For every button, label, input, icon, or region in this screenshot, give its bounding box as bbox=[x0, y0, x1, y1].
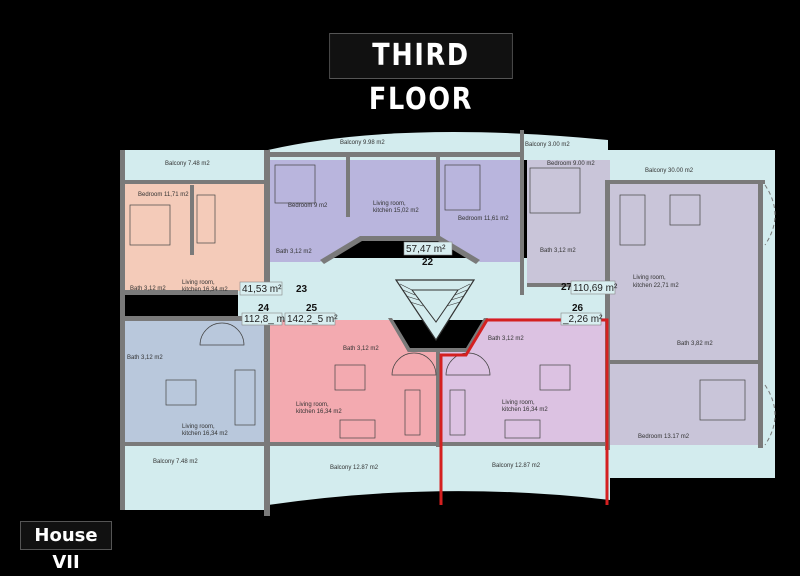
label-bath-27b: Bath 3,82 m2 bbox=[677, 341, 713, 347]
spiral-stairs bbox=[199, 322, 491, 376]
bay-window-top bbox=[764, 184, 776, 246]
svg-text:112,8_ m²: 112,8_ m² bbox=[244, 314, 289, 325]
apartment-27-tag[interactable]: 27 110,69 m² bbox=[561, 280, 618, 295]
label-bath-27a: Bath 3,12 m2 bbox=[540, 248, 576, 254]
svg-text:142,2_5 m²: 142,2_5 m² bbox=[287, 314, 338, 325]
balcony-bottom-left bbox=[122, 445, 268, 510]
label-bedroom-27a: Bedroom 9.00 m2 bbox=[547, 161, 595, 167]
label-living-22: Living room, bbox=[373, 201, 406, 207]
label-bath-24: Bath 3,12 m2 bbox=[127, 355, 163, 361]
furniture bbox=[129, 164, 746, 439]
label-living-24: Living room, bbox=[182, 424, 215, 430]
label-balcony-26: Balcony 12.87 m2 bbox=[492, 463, 541, 469]
svg-text:26: 26 bbox=[572, 303, 584, 314]
label-living-26: Living room, bbox=[502, 400, 535, 406]
label-bath-25: Bath 3,12 m2 bbox=[343, 346, 379, 352]
label-balcony-top-left: Balcony 7.48 m2 bbox=[165, 161, 210, 167]
floor-plan: Balcony 7.48 m2 Balcony 9.98 m2 Balcony … bbox=[120, 130, 776, 516]
label-bedroom-22a: Bedroom 9 m2 bbox=[288, 203, 328, 209]
label-bedroom-22b: Bedroom 11,61 m2 bbox=[458, 216, 509, 222]
label-living-22-b: kitchen 15,02 m2 bbox=[373, 208, 419, 214]
svg-text:41,53 m²: 41,53 m² bbox=[242, 284, 282, 295]
apartment-23-tag[interactable]: 41,53 m² 23 bbox=[239, 281, 308, 296]
svg-text:23: 23 bbox=[296, 284, 308, 295]
label-bath-26: Bath 3,12 m2 bbox=[488, 336, 524, 342]
label-balcony-25: Balcony 12.87 m2 bbox=[330, 465, 379, 471]
label-living-23-b: kitchen 16,34 m2 bbox=[182, 287, 228, 293]
apartment-25 bbox=[270, 320, 440, 445]
apartment-26-highlight bbox=[439, 318, 609, 505]
svg-text:57,47 m²: 57,47 m² bbox=[406, 244, 446, 255]
apartment-26-tag[interactable]: 26 _2,26 m² bbox=[560, 303, 603, 326]
bay-window-bottom bbox=[764, 384, 776, 446]
label-bath-23: Bath 3,12 m2 bbox=[130, 286, 166, 292]
label-living-24-b: kitchen 16,34 m2 bbox=[182, 431, 228, 437]
apartment-26 bbox=[440, 318, 608, 445]
svg-text:25: 25 bbox=[306, 303, 318, 314]
apartment-23 bbox=[125, 183, 265, 291]
label-living-23: Living room, bbox=[182, 280, 215, 286]
label-bedroom-27b: Bedroom 13.17 m2 bbox=[638, 434, 690, 440]
svg-text:22: 22 bbox=[422, 257, 434, 268]
svg-text:_2,26 m²: _2,26 m² bbox=[562, 314, 603, 325]
apartment-24-tag[interactable]: 24 112,8_ m² bbox=[241, 303, 289, 326]
floor-title: THIRD FLOOR bbox=[329, 33, 513, 117]
staircase bbox=[394, 279, 476, 342]
apartment-25-tag[interactable]: 25 142,2_5 m² bbox=[284, 303, 338, 326]
svg-text:110,69 m²: 110,69 m² bbox=[573, 283, 618, 294]
label-balcony-24: Balcony 7.48 m2 bbox=[153, 459, 198, 465]
label-balcony-top-center: Balcony 9.98 m2 bbox=[340, 140, 385, 146]
svg-text:27: 27 bbox=[561, 282, 573, 293]
apartment-22-tag[interactable]: 57,47 m² 22 bbox=[403, 241, 453, 268]
label-balcony-small: Balcony 3.00 m2 bbox=[525, 142, 570, 148]
label-living-26-b: kitchen 16,34 m2 bbox=[502, 407, 548, 413]
apartment-22 bbox=[270, 160, 522, 262]
walls bbox=[120, 130, 765, 516]
balcony-bottom-center bbox=[268, 445, 610, 505]
label-living-27: Living room, bbox=[633, 275, 666, 281]
label-bath-22: Bath 3,12 m2 bbox=[276, 249, 312, 255]
label-bedroom-23: Bedroom 11,71 m2 bbox=[138, 192, 189, 198]
apartment-24 bbox=[125, 320, 265, 445]
apartment-27 bbox=[527, 160, 760, 445]
svg-text:24: 24 bbox=[258, 303, 270, 314]
label-living-27-b: kitchen 22,71 m2 bbox=[633, 283, 679, 289]
balcony-top-left bbox=[122, 150, 268, 185]
label-balcony-right: Balcony 30.00 m2 bbox=[645, 168, 694, 174]
label-living-25-b: kitchen 16,34 m2 bbox=[296, 409, 342, 415]
label-living-25: Living room, bbox=[296, 402, 329, 408]
